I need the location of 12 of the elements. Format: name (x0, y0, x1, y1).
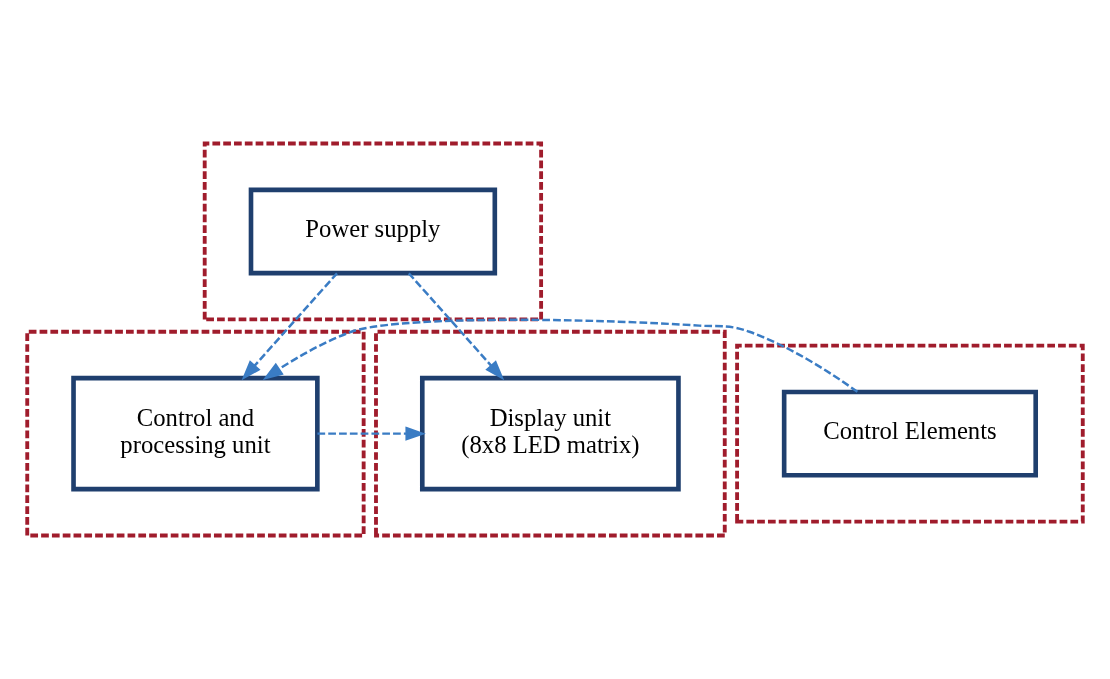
cluster (374, 329, 727, 538)
arrow (407, 272, 505, 381)
arrow (241, 272, 338, 381)
node-box: Power supply (248, 187, 498, 276)
arrow (262, 318, 859, 393)
cluster (202, 141, 544, 322)
arrow (317, 426, 426, 441)
node-box: Control Elements (781, 389, 1038, 478)
cluster (735, 343, 1085, 524)
cluster (25, 329, 366, 538)
node-box: Control and processing unit (71, 375, 320, 492)
node-box: Display unit (8x8 LED matrix) (419, 375, 681, 492)
